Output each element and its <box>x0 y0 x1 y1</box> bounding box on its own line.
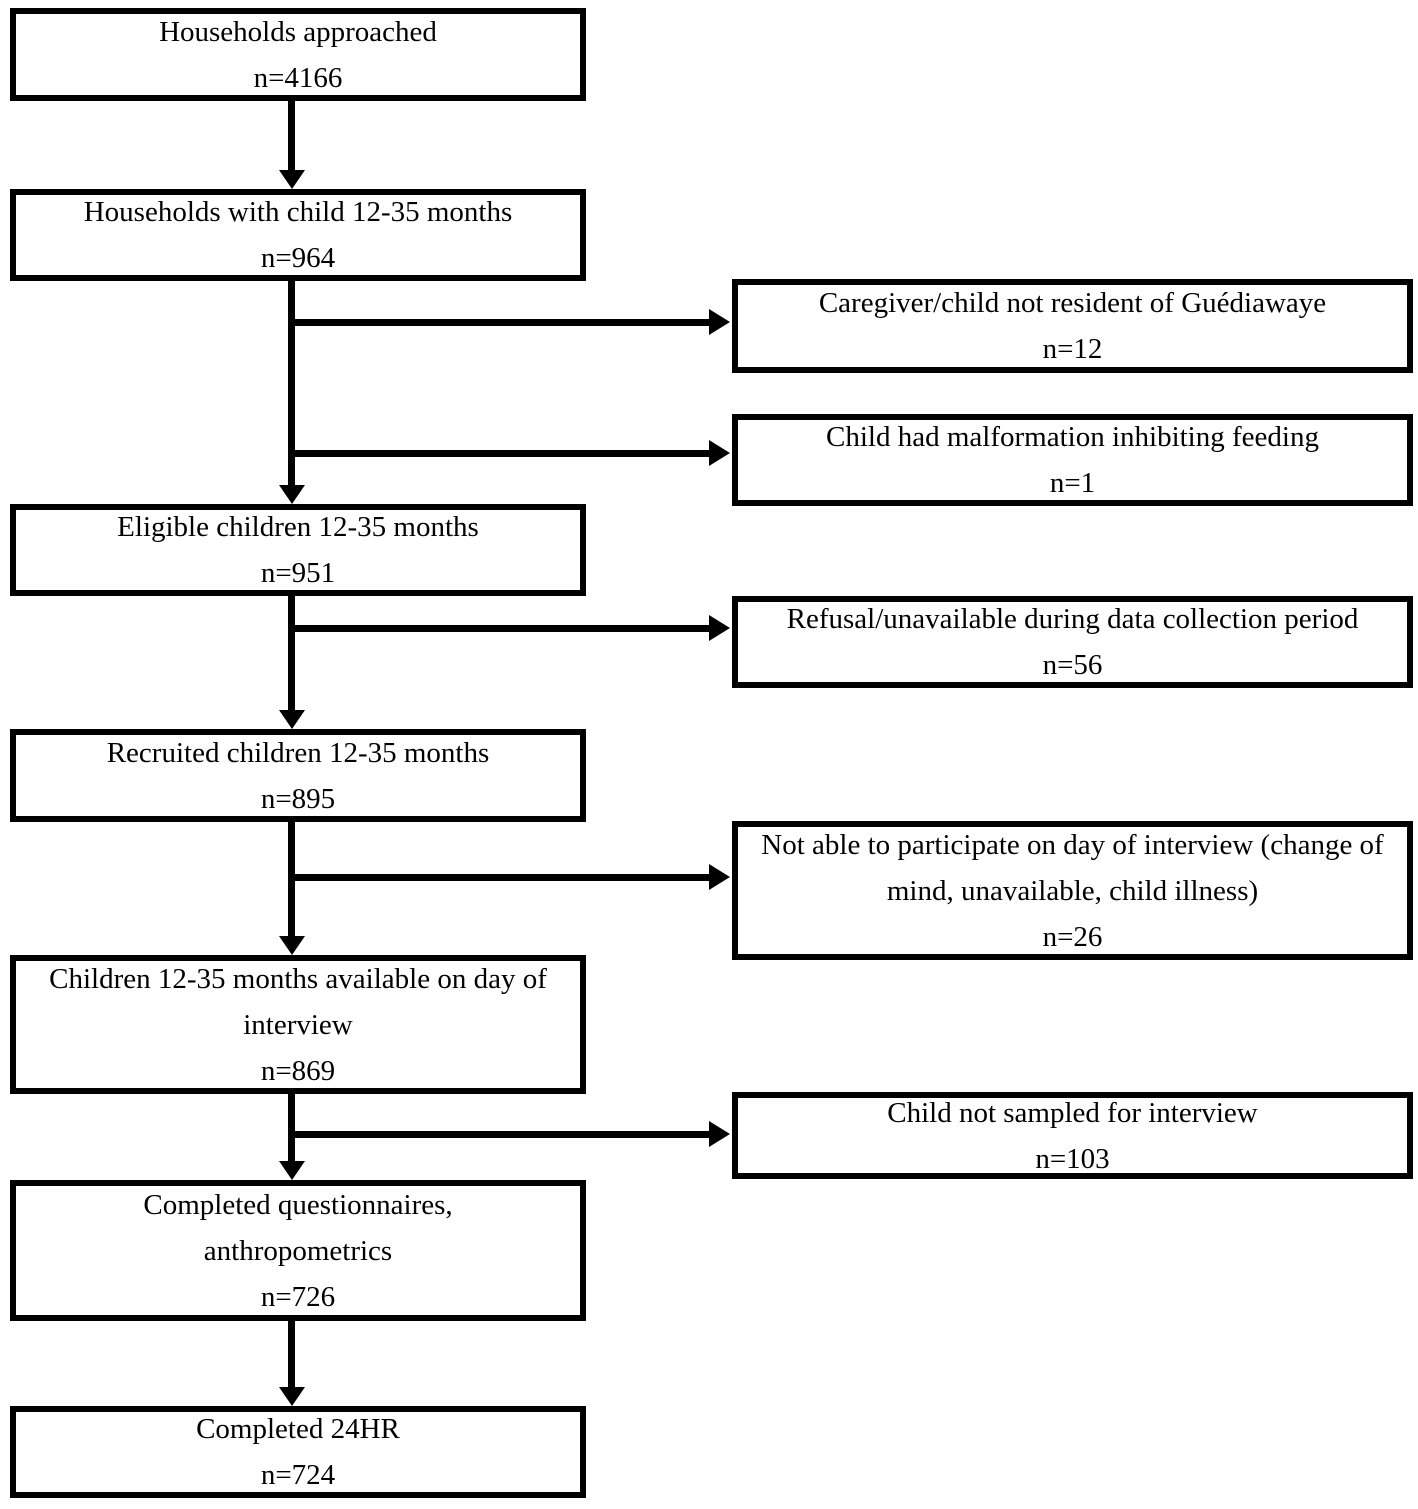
connector-line-1 <box>288 101 295 171</box>
branch-line-refusal <box>291 625 710 632</box>
flow-box-recruited-children: Recruited children 12-35 months n=895 <box>10 729 586 822</box>
flow-box-eligible-children: Eligible children 12-35 months n=951 <box>10 504 586 596</box>
box-count: n=103 <box>1035 1142 1110 1175</box>
exclusion-box-not-resident: Caregiver/child not resident of Guédiawa… <box>732 279 1413 373</box>
box-count: n=895 <box>260 782 336 815</box>
exclusion-box-refusal: Refusal/unavailable during data collecti… <box>732 596 1413 688</box>
flow-box-completed-questionnaires: Completed questionnaires, anthropometric… <box>10 1180 586 1321</box>
box-label: Caregiver/child not resident of Guédiawa… <box>818 287 1327 319</box>
box-label: Completed 24HR <box>196 1413 400 1445</box>
box-label: Households approached <box>159 15 437 48</box>
box-label: Not able to participate on day of interv… <box>761 828 1384 907</box>
flow-box-households-with-child: Households with child 12-35 months n=964 <box>10 189 586 281</box>
box-count: n=964 <box>260 242 336 274</box>
branch-line-not-resident <box>291 319 710 326</box>
box-count: n=4166 <box>253 61 343 94</box>
box-count: n=1 <box>1049 467 1096 499</box>
box-count: n=56 <box>1042 649 1103 681</box>
down-arrowhead-icon-5 <box>279 1161 305 1180</box>
exclusion-box-malformation: Child had malformation inhibiting feedin… <box>732 414 1413 506</box>
connector-line-5 <box>288 1094 295 1162</box>
down-arrowhead-icon-2 <box>279 485 305 504</box>
connector-line-2 <box>288 281 295 486</box>
flow-box-children-available: Children 12-35 months available on day o… <box>10 955 586 1094</box>
right-arrowhead-icon-3 <box>709 615 730 641</box>
down-arrowhead-icon-3 <box>279 710 305 729</box>
down-arrowhead-icon-4 <box>279 936 305 955</box>
right-arrowhead-icon-1 <box>709 309 730 335</box>
branch-line-not-sampled <box>291 1131 710 1138</box>
connector-line-6 <box>288 1321 295 1388</box>
down-arrowhead-icon-6 <box>279 1387 305 1406</box>
branch-line-not-able <box>291 874 710 881</box>
flow-box-completed-24hr: Completed 24HR n=724 <box>10 1406 586 1498</box>
flow-box-households-approached: Households approached n=4166 <box>10 8 586 101</box>
box-label: Child had malformation inhibiting feedin… <box>826 421 1319 453</box>
branch-line-malformation <box>291 450 710 457</box>
box-count: n=724 <box>260 1459 336 1491</box>
box-label: Eligible children 12-35 months <box>117 511 479 543</box>
box-label: Recruited children 12-35 months <box>106 736 490 769</box>
exclusion-box-not-sampled: Child not sampled for interview n=103 <box>732 1092 1413 1179</box>
box-count: n=869 <box>260 1054 336 1087</box>
box-count: n=951 <box>260 557 336 589</box>
box-label: Children 12-35 months available on day o… <box>49 962 547 1041</box>
box-count: n=26 <box>1042 920 1103 953</box>
right-arrowhead-icon-2 <box>709 440 730 466</box>
box-count: n=12 <box>1042 333 1103 365</box>
box-label: Completed questionnaires, anthropometric… <box>143 1188 453 1267</box>
box-count: n=726 <box>260 1280 336 1313</box>
right-arrowhead-icon-5 <box>709 1121 730 1147</box>
exclusion-box-not-able: Not able to participate on day of interv… <box>732 821 1413 960</box>
connector-line-3 <box>288 596 295 711</box>
right-arrowhead-icon-4 <box>709 864 730 890</box>
down-arrowhead-icon-1 <box>279 170 305 189</box>
box-label: Households with child 12-35 months <box>83 196 513 228</box>
box-label: Refusal/unavailable during data collecti… <box>786 603 1359 635</box>
box-label: Child not sampled for interview <box>887 1096 1258 1129</box>
